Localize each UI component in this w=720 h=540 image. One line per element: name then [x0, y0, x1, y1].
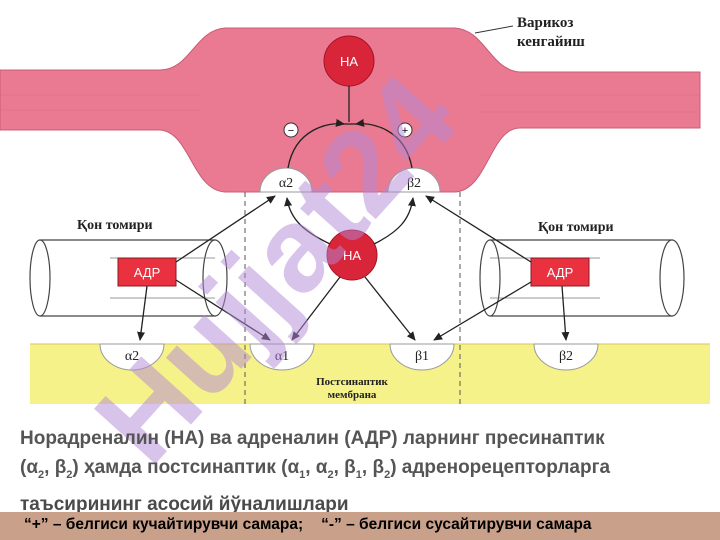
footer-bar: “+” – белгиси кучайтирувчи самара; “-” – …	[0, 512, 720, 540]
adr-right-arrows	[425, 195, 570, 341]
pre-receptor-beta2-shape	[387, 167, 441, 193]
na-to-post-arrows	[291, 276, 416, 341]
adr-box-left	[117, 257, 177, 287]
caption-line1: Норадреналин (НА) ва адреналин (АДР) лар…	[20, 428, 605, 449]
pre-receptor-beta2-label: β2	[407, 176, 421, 191]
na-middle-arrows	[284, 197, 416, 245]
footer-minus-text: “-” – белгиси сусайтирувчи самара	[321, 516, 592, 533]
adr-left-label: АДР	[134, 265, 161, 280]
footer-text: “+” – белгиси кучайтирувчи самара; “-” – …	[24, 516, 592, 534]
post-receptor-alpha2-label: α2	[125, 349, 139, 364]
post-receptor-beta2-label: β2	[559, 349, 573, 364]
vessel-right-label: Қон томири	[538, 220, 614, 235]
adr-right-label: АДР	[547, 265, 574, 280]
na-label-top: НА	[340, 54, 358, 69]
minus-sign: −	[288, 125, 294, 137]
post-receptor-alpha1-shape	[249, 343, 315, 371]
footer-plus-text: “+” – белгиси кучайтирувчи самара;	[24, 516, 304, 533]
pre-receptor-alpha2-shape	[259, 167, 313, 193]
plus-sign: +	[402, 125, 408, 137]
vessel-left-label: Қон томири	[77, 218, 153, 233]
pre-receptor-alpha2-label: α2	[279, 176, 293, 191]
caption-line2: (α2, β2) ҳамда постсинаптик (α1, α2, β1,…	[20, 457, 611, 481]
caption: Норадреналин (НА) ва адреналин (АДР) лар…	[20, 424, 710, 519]
presynaptic-axon	[0, 27, 701, 193]
post-receptor-alpha1-label: α1	[275, 349, 289, 364]
axon-texture	[0, 94, 700, 113]
caption-line3: таъсирининг асосий йўналишлари	[20, 493, 349, 515]
adr-left-arrows	[137, 195, 276, 341]
plus-circle	[397, 122, 413, 138]
varicose-label-line1: Варикоз	[517, 15, 573, 31]
post-receptor-beta2-shape	[533, 343, 599, 371]
na-circle-middle	[326, 229, 378, 281]
post-receptor-alpha2-shape	[99, 343, 165, 371]
feedback-arrows	[287, 86, 413, 169]
varicose-leader	[474, 25, 514, 34]
minus-circle	[283, 122, 299, 138]
adr-box-right	[530, 257, 590, 287]
post-receptor-beta1-label: β1	[415, 349, 429, 364]
membrane-label-line1: Постсинаптик	[316, 376, 388, 388]
membrane-label-line2: мембрана	[328, 389, 377, 401]
na-label-middle: НА	[343, 248, 361, 263]
varicose-label-line2: кенгайиш	[517, 34, 585, 50]
post-receptor-beta1-shape	[389, 343, 455, 371]
